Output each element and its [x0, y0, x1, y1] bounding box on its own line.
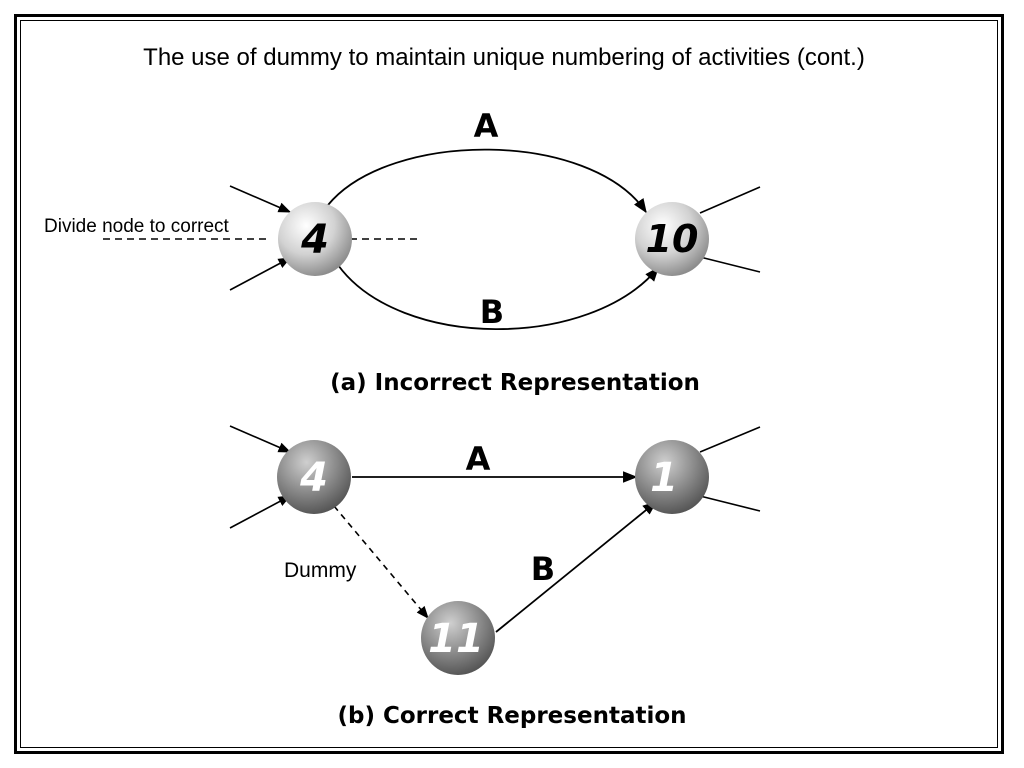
node-a-start-label: 4	[300, 217, 329, 263]
outgoing-line-b2	[699, 495, 761, 512]
caption-a: (a) Incorrect Representation	[330, 370, 700, 396]
slide-outer-border	[14, 14, 1004, 754]
diagram-a: 4 10 A B Divide node to correct (a) Inco…	[44, 107, 761, 396]
diagram-b: 4 1 11 A B Dummy (b) Correct Representat…	[229, 425, 761, 729]
activity-a-label: A	[474, 107, 499, 145]
activity-a-label-b: A	[466, 440, 491, 478]
outgoing-line-a2	[699, 256, 761, 273]
node-b-middle-label: 11	[428, 616, 484, 662]
slide-inner-border	[20, 20, 998, 748]
annotation-label: Divide node to correct	[44, 216, 230, 237]
node-b-end	[635, 440, 709, 514]
node-b-middle	[421, 601, 495, 675]
node-a-end-label: 10	[646, 217, 699, 261]
incoming-arrow-a2	[229, 257, 292, 291]
node-a-end	[635, 202, 709, 276]
activity-b-label: B	[480, 293, 504, 331]
node-b-start-label: 4	[299, 455, 328, 501]
activity-b-arc	[337, 264, 659, 330]
slide-title: The use of dummy to maintain unique numb…	[143, 44, 865, 71]
activity-a-arc	[327, 148, 647, 214]
dummy-label: Dummy	[284, 559, 357, 582]
outgoing-line-a1	[699, 186, 761, 214]
node-b-end-label: 1	[650, 455, 678, 501]
caption-b: (b) Correct Representation	[337, 703, 686, 729]
incoming-arrow-a1	[229, 185, 292, 213]
node-a-start	[278, 202, 352, 276]
incoming-arrow-b1	[229, 425, 292, 453]
activity-b-line	[495, 501, 658, 633]
dummy-activity-line	[333, 505, 429, 619]
activity-b-label-b: B	[531, 550, 555, 588]
outgoing-line-b1	[699, 426, 761, 453]
incoming-arrow-b2	[229, 495, 292, 529]
node-b-start	[277, 440, 351, 514]
